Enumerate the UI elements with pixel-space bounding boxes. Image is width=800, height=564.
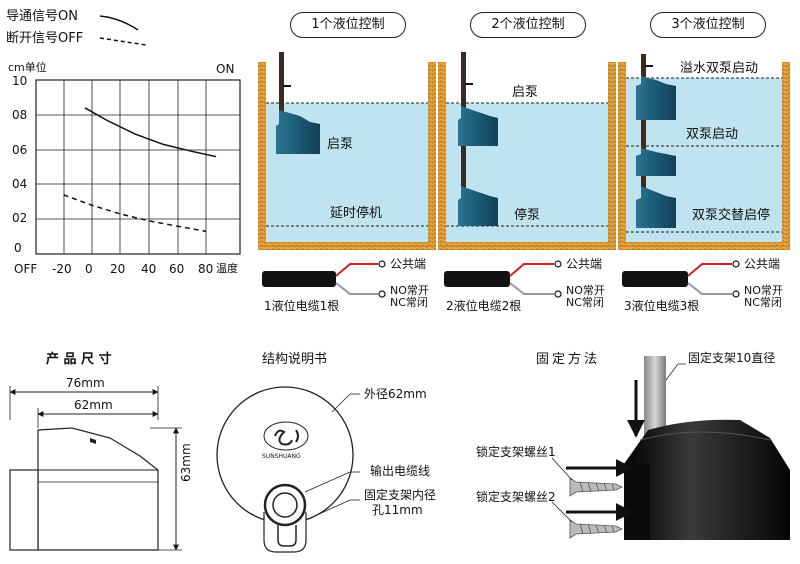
dimension-width-outer: 76mm — [66, 376, 105, 390]
y-tick-label: 08 — [12, 108, 28, 122]
y-tick-label: 04 — [12, 177, 28, 191]
y-tick-label: 0 — [14, 241, 22, 255]
dimension-height: 63mm — [179, 443, 193, 482]
panel-2-label-start: 启泵 — [512, 85, 539, 100]
y-axis-title: cm单位 — [8, 61, 47, 74]
cable-1 — [262, 260, 386, 298]
cable-1-label: 1液位电缆1根 — [264, 299, 340, 313]
panel-3-label-dual-start: 双泵启动 — [686, 127, 739, 142]
dimension-width-inner: 62mm — [74, 398, 113, 412]
cable-1-nc: NC常闭 — [390, 296, 428, 309]
x-axis-title: 温度 — [216, 262, 238, 275]
screw-2 — [569, 519, 623, 539]
y-tick-label: 10 — [12, 74, 28, 88]
legend-on-label: 导通信号ON — [6, 9, 78, 24]
cable-2-common: 公共端 — [566, 257, 603, 271]
cable-2-no: NO常开 — [566, 284, 605, 297]
x-tick-label: 80 — [198, 262, 214, 276]
chart-plot-area — [35, 79, 241, 255]
cable-3-no: NO常开 — [744, 284, 783, 297]
panel-2-title: 2个液位控制 — [470, 12, 586, 38]
fixing-screw-2-label: 锁定支架螺丝2 — [476, 490, 556, 504]
structure-hole-line2: 孔11mm — [372, 503, 423, 517]
logo-text: SUNSHUANG — [262, 453, 301, 460]
panel-3-title: 3个液位控制 — [650, 12, 766, 38]
panel-1-label-start: 启泵 — [327, 137, 354, 152]
x-tick-label: -20 — [52, 262, 72, 276]
panel-2-label-stop: 停泵 — [514, 208, 541, 223]
fixing-bracket-label: 固定支架10直径 — [688, 351, 776, 365]
cable-3-label: 3液位电缆3根 — [624, 299, 700, 313]
dimension-drawing — [9, 386, 182, 551]
tank-1 — [258, 52, 436, 250]
fixing-drawing — [551, 356, 790, 540]
x-tick-label: 40 — [141, 262, 157, 276]
legend-off-label: 断开信号OFF — [6, 31, 84, 46]
series-on-line — [84, 107, 217, 158]
structure-hole-line1: 固定支架内径 — [364, 488, 437, 502]
cable-2 — [444, 260, 562, 298]
x-tick-label: 60 — [169, 262, 185, 276]
dimensions-title: 产 品 尺 寸 — [46, 352, 112, 367]
cable-3-common: 公共端 — [744, 257, 781, 271]
structure-drawing — [216, 386, 360, 553]
bottom-left-label: OFF — [14, 262, 38, 276]
y-tick-label: 06 — [12, 143, 28, 157]
panel-1-title: 1个液位控制 — [290, 12, 406, 38]
panel-1-label-stop: 延时停机 — [330, 206, 383, 221]
cable-1-common: 公共端 — [390, 257, 427, 271]
cable-1-no: NO常开 — [390, 284, 429, 297]
fixing-title: 固定方法 — [536, 352, 601, 367]
y-tick-label: 02 — [12, 211, 28, 225]
fixing-screw-1-label: 锁定支架螺丝1 — [476, 445, 556, 459]
tank-2 — [438, 52, 616, 250]
legend-off-line — [99, 37, 147, 46]
tank-3 — [618, 54, 790, 250]
structure-outer-diameter: 外径62mm — [364, 387, 427, 401]
panel-3-label-overflow: 溢水双泵启动 — [680, 61, 759, 76]
series-off-line — [63, 194, 207, 233]
x-tick-label: 0 — [85, 262, 93, 276]
cable-2-label: 2液位电缆2根 — [446, 299, 522, 313]
chart-series-layer — [63, 107, 217, 233]
x-tick-label: 20 — [110, 262, 126, 276]
panel-3-label-alternate: 双泵交替启停 — [692, 208, 771, 223]
cable-2-nc: NC常闭 — [566, 296, 604, 309]
structure-title: 结构说明书 — [262, 352, 328, 367]
cable-3-nc: NC常闭 — [744, 296, 782, 309]
screw-1 — [569, 477, 623, 497]
structure-cable: 输出电缆线 — [370, 464, 431, 478]
top-right-label: ON — [216, 62, 235, 76]
cable-3 — [622, 260, 740, 298]
legend-on-line — [99, 15, 139, 31]
